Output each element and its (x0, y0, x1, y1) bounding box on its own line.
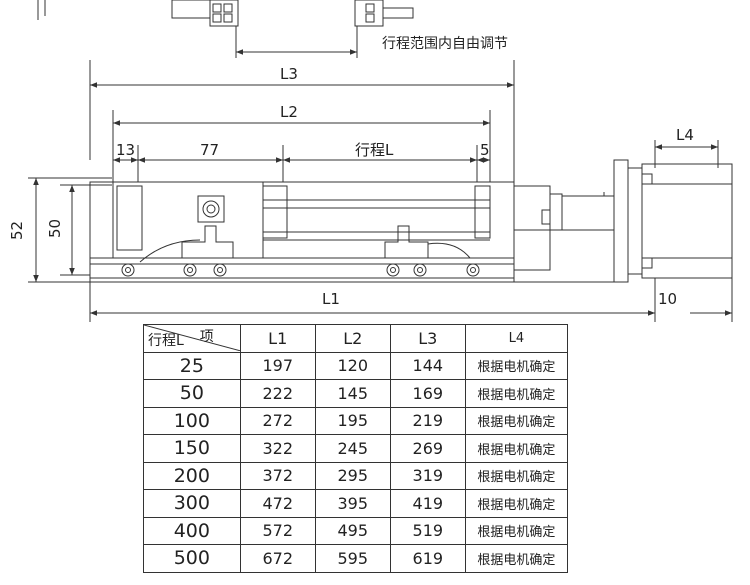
corner-label-item: 项 (199, 329, 214, 346)
motor (513, 159, 733, 283)
cell-l2: 120 (314, 351, 391, 380)
dim-l4 (654, 140, 719, 168)
stroke-note: 行程范围内自由调节 (382, 35, 508, 52)
cell-l3: 269 (389, 434, 466, 463)
cell-l4: 根据电机确定 (464, 461, 569, 490)
cell-l2: 195 (314, 406, 391, 435)
table-row: 300 472 395 419 根据电机确定 (143, 489, 569, 518)
cell-l1: 322 (239, 434, 316, 463)
cell-stroke: 500 (143, 544, 241, 573)
cell-l4: 根据电机确定 (464, 379, 569, 408)
cell-l3: 319 (389, 461, 466, 490)
table-row: 150 322 245 269 根据电机确定 (143, 434, 569, 463)
spec-table: 项 行程L L1 L2 L3 L4 25 197 120 144 根据电机确定 … (143, 324, 569, 573)
cell-l1: 372 (239, 461, 316, 490)
cell-stroke: 200 (143, 461, 241, 490)
dim-heights (28, 177, 112, 283)
cell-l1: 272 (239, 406, 316, 435)
slide-body (89, 181, 515, 283)
cell-l4: 根据电机确定 (464, 516, 569, 545)
cell-stroke: 300 (143, 489, 241, 518)
label-l3: L3 (280, 65, 298, 83)
label-52: 52 (8, 221, 26, 240)
label-77: 77 (200, 141, 219, 159)
cell-l4: 根据电机确定 (464, 406, 569, 435)
cell-stroke: 150 (143, 434, 241, 463)
header-l4: L4 (464, 324, 569, 353)
table-row: 50 222 145 169 根据电机确定 (143, 379, 569, 408)
table-row: 100 272 195 219 根据电机确定 (143, 406, 569, 435)
dim-l3 (89, 60, 515, 182)
cell-l2: 145 (314, 379, 391, 408)
cell-l3: 619 (389, 544, 466, 573)
cell-l4: 根据电机确定 (464, 544, 569, 573)
cell-l3: 169 (389, 379, 466, 408)
label-5: 5 (480, 141, 490, 159)
label-l1: L1 (322, 290, 340, 308)
cell-l1: 197 (239, 351, 316, 380)
label-stroke: 行程L (355, 141, 394, 159)
label-13: 13 (116, 141, 135, 159)
cell-l3: 144 (389, 351, 466, 380)
dim-l1 (89, 278, 733, 322)
cell-l1: 572 (239, 516, 316, 545)
cell-l2: 295 (314, 461, 391, 490)
header-l3: L3 (389, 324, 466, 353)
dim-l2 (112, 110, 491, 182)
cell-l2: 495 (314, 516, 391, 545)
label-l4: L4 (676, 126, 694, 144)
table-header-row: 项 行程L L1 L2 L3 L4 (143, 324, 569, 353)
table-row: 200 372 295 319 根据电机确定 (143, 461, 569, 490)
table-row: 400 572 495 519 根据电机确定 (143, 516, 569, 545)
cell-l2: 595 (314, 544, 391, 573)
cell-l3: 419 (389, 489, 466, 518)
table-corner-cell: 项 行程L (143, 324, 241, 353)
cell-l2: 245 (314, 434, 391, 463)
top-partial-view (37, 0, 414, 58)
cell-l1: 672 (239, 544, 316, 573)
header-l1: L1 (239, 324, 316, 353)
cell-stroke: 50 (143, 379, 241, 408)
technical-drawing: 行程范围内自由调节 L3 L2 13 77 行程L 5 L4 (8, 0, 733, 322)
dim-sub (113, 145, 490, 182)
cell-l3: 519 (389, 516, 466, 545)
cell-l3: 219 (389, 406, 466, 435)
cell-l4: 根据电机确定 (464, 351, 569, 380)
label-50: 50 (46, 219, 64, 238)
table-row: 500 672 595 619 根据电机确定 (143, 544, 569, 573)
cell-stroke: 25 (143, 351, 241, 380)
label-l2: L2 (280, 103, 298, 121)
cell-l4: 根据电机确定 (464, 489, 569, 518)
cell-stroke: 400 (143, 516, 241, 545)
cell-stroke: 100 (143, 406, 241, 435)
cell-l4: 根据电机确定 (464, 434, 569, 463)
table-row: 25 197 120 144 根据电机确定 (143, 351, 569, 380)
cell-l2: 395 (314, 489, 391, 518)
corner-label-stroke: 行程L (148, 333, 184, 350)
cell-l1: 222 (239, 379, 316, 408)
cell-l1: 472 (239, 489, 316, 518)
header-l2: L2 (314, 324, 391, 353)
label-10: 10 (658, 290, 677, 308)
